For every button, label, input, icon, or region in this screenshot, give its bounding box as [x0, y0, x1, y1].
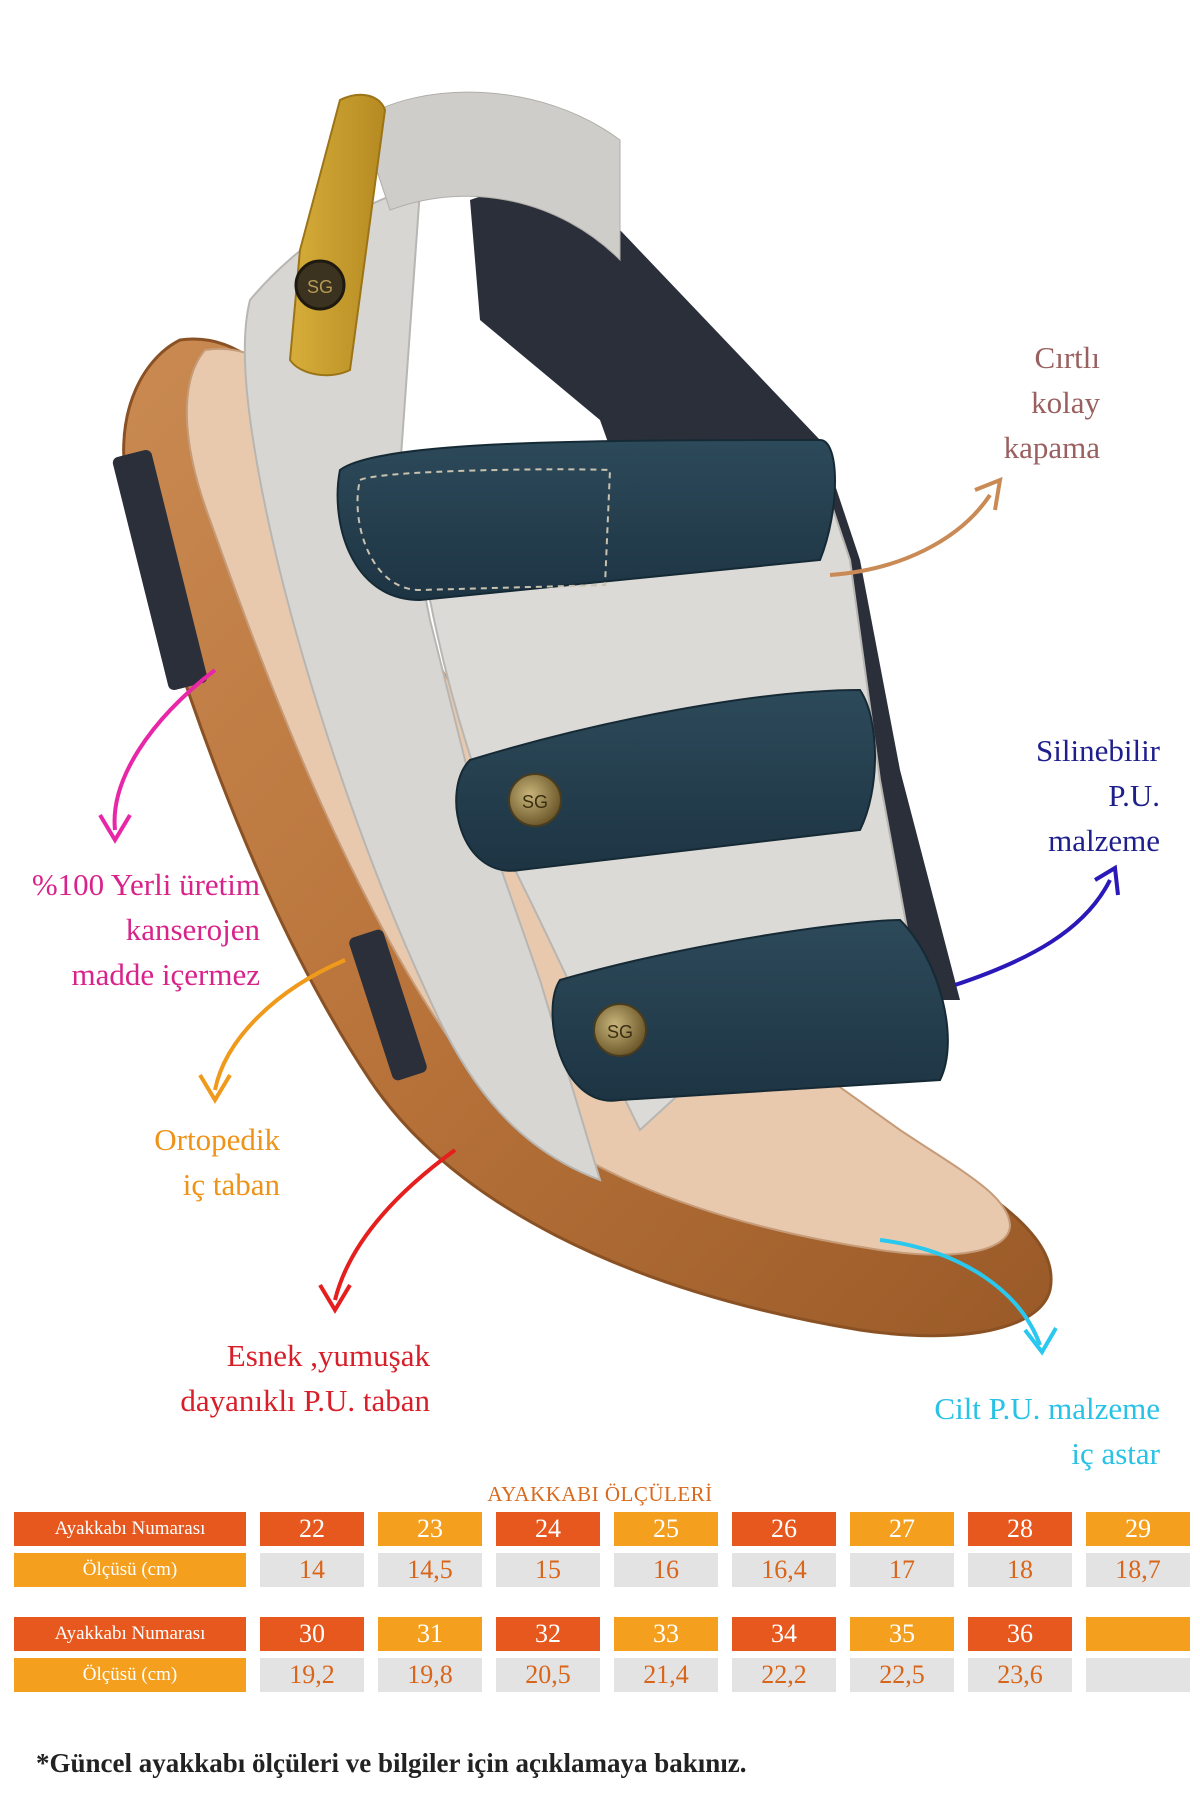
strap-velcro — [336, 438, 836, 602]
size-cell: 31 — [378, 1617, 482, 1651]
heel-button-logo: SG — [307, 277, 333, 297]
length-row: Ölçüsü (cm) 14 14,5 15 16 16,4 17 18 18,… — [14, 1553, 1200, 1587]
feature-material: Silinebilir P.U. malzeme — [920, 728, 1160, 863]
size-row: Ayakkabı Numarası 30 31 32 33 34 35 36 — [14, 1617, 1200, 1651]
size-cell: 23 — [378, 1512, 482, 1546]
strap-button-logo: SG — [522, 792, 548, 812]
feature-origin-line: kanserojen — [125, 912, 260, 947]
feature-origin: %100 Yerli üretim kanserojen madde içerm… — [10, 862, 260, 997]
length-cell: 19,8 — [378, 1658, 482, 1692]
size-row-label: Ayakkabı Numarası — [14, 1617, 246, 1651]
feature-material-line: Silinebilir — [1036, 733, 1160, 768]
feature-sole-line: dayanıklı P.U. taban — [180, 1383, 430, 1418]
sandal-image: SG SG SG — [98, 91, 1120, 1356]
size-cell: 25 — [614, 1512, 718, 1546]
feature-closure-line: kolay — [1031, 385, 1100, 420]
size-cell: 33 — [614, 1617, 718, 1651]
arrow-lining — [879, 1238, 1042, 1346]
feature-lining-line: Cilt P.U. malzeme — [934, 1391, 1160, 1426]
size-cell: 27 — [850, 1512, 954, 1546]
length-cell: 14 — [260, 1553, 364, 1587]
strap-middle — [455, 688, 876, 872]
length-cell: 22,2 — [732, 1658, 836, 1692]
svg-text:SG: SG — [607, 1022, 633, 1042]
length-cell: 16 — [614, 1553, 718, 1587]
feature-sole-line: Esnek ,yumuşak — [226, 1338, 430, 1373]
feature-closure: Cırtlı kolay kapama — [880, 335, 1100, 470]
feature-sole: Esnek ,yumuşak dayanıklı P.U. taban — [130, 1333, 430, 1423]
length-row: Ölçüsü (cm) 19,2 19,8 20,5 21,4 22,2 22,… — [14, 1658, 1200, 1692]
feature-material-line: P.U. — [1108, 778, 1160, 813]
length-cell: 22,5 — [850, 1658, 954, 1692]
size-cell: 34 — [732, 1617, 836, 1651]
feature-lining-line: iç astar — [1071, 1436, 1160, 1471]
size-cell: 36 — [968, 1617, 1072, 1651]
feature-closure-line: Cırtlı — [1034, 340, 1100, 375]
feature-origin-line: madde içermez — [71, 957, 260, 992]
strap-front — [551, 918, 949, 1102]
feature-insole: Ortopedik iç taban — [80, 1117, 280, 1207]
feature-material-line: malzeme — [1048, 823, 1160, 858]
size-cell: 29 — [1086, 1512, 1190, 1546]
size-cell: 30 — [260, 1617, 364, 1651]
length-cell: 18 — [968, 1553, 1072, 1587]
feature-origin-line: %100 Yerli üretim — [31, 867, 260, 902]
length-cell — [1086, 1658, 1190, 1692]
arrow-material — [954, 879, 1112, 987]
length-row-label: Ölçüsü (cm) — [14, 1553, 246, 1587]
length-cell: 20,5 — [496, 1658, 600, 1692]
size-cell: 32 — [496, 1617, 600, 1651]
arrow-insole — [213, 958, 346, 1091]
size-table-title: AYAKKABI ÖLÇÜLERİ — [487, 1482, 713, 1506]
length-cell: 19,2 — [260, 1658, 364, 1692]
size-cell: 28 — [968, 1512, 1072, 1546]
feature-insole-line: Ortopedik — [154, 1122, 280, 1157]
size-cell: 26 — [732, 1512, 836, 1546]
footnote: *Güncel ayakkabı ölçüleri ve bilgiler iç… — [36, 1748, 747, 1778]
length-cell: 17 — [850, 1553, 954, 1587]
size-cell: 24 — [496, 1512, 600, 1546]
size-cell: 35 — [850, 1617, 954, 1651]
feature-insole-line: iç taban — [182, 1167, 280, 1202]
size-cell — [1086, 1617, 1190, 1651]
length-cell: 21,4 — [614, 1658, 718, 1692]
length-cell: 23,6 — [968, 1658, 1072, 1692]
size-row-label: Ayakkabı Numarası — [14, 1512, 246, 1546]
size-cell: 22 — [260, 1512, 364, 1546]
size-row: Ayakkabı Numarası 22 23 24 25 26 27 28 2… — [14, 1512, 1200, 1546]
length-cell: 15 — [496, 1553, 600, 1587]
feature-lining: Cilt P.U. malzeme iç astar — [880, 1386, 1160, 1476]
arrow-closure — [829, 493, 992, 577]
length-cell: 14,5 — [378, 1553, 482, 1587]
length-row-label: Ölçüsü (cm) — [14, 1658, 246, 1692]
length-cell: 18,7 — [1086, 1553, 1190, 1587]
arrow-origin — [112, 668, 217, 831]
length-cell: 16,4 — [732, 1553, 836, 1587]
arrow-sole — [333, 1148, 457, 1301]
feature-closure-line: kapama — [1003, 430, 1100, 465]
